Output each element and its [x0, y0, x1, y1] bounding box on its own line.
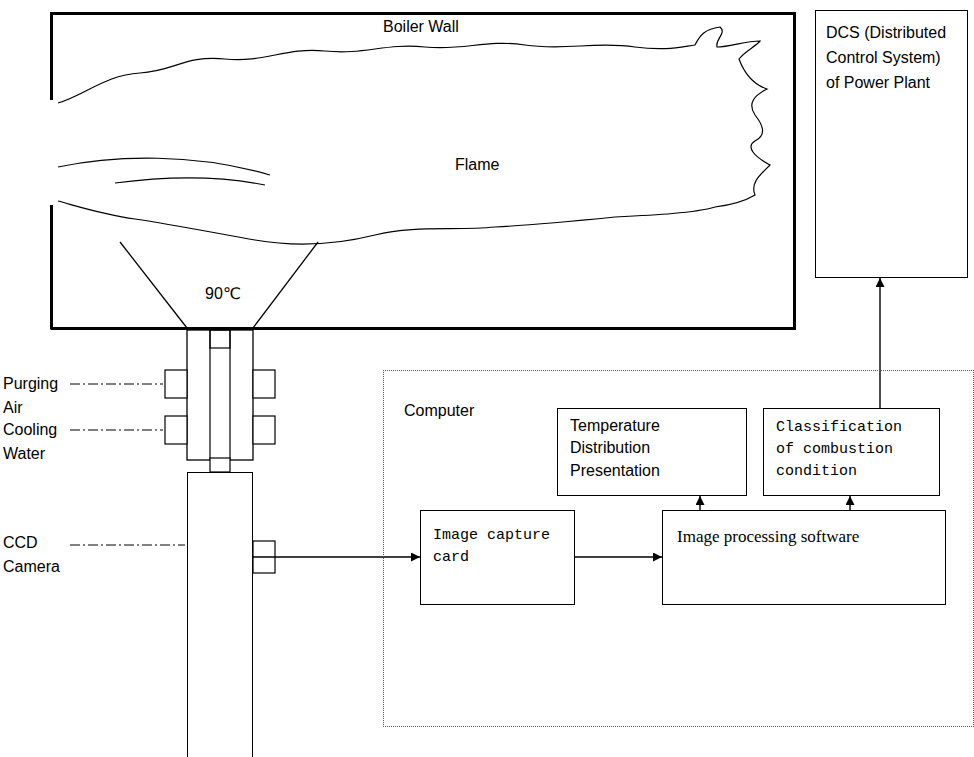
flame-outline [58, 27, 770, 244]
computer-box-text: Computer [404, 399, 474, 422]
lens [210, 330, 230, 348]
cooling-water-port [165, 416, 187, 444]
arrow-connector [253, 556, 420, 557]
camera-lens-mount [210, 458, 230, 472]
process-box: Image capture card [420, 510, 575, 605]
dcs-box-text: DCS (Distributed Control System) of Powe… [826, 21, 957, 95]
purging-air-port [253, 370, 275, 398]
part-label: Cooling Water [3, 418, 67, 466]
process-box-text: Temperature Distribution Presentation [570, 415, 734, 482]
flame-outline [58, 158, 270, 175]
flame: Flame [55, 25, 775, 260]
probe-tube-inner [209, 330, 210, 460]
probe-tube-inner [229, 330, 230, 460]
part-label: Purging Air [3, 372, 67, 420]
purging-air-port [165, 370, 187, 398]
process-box-text: Classification of combustion condition [776, 417, 927, 482]
ccd-camera-text: CCD Camera [3, 531, 67, 579]
arrow-connector [849, 496, 850, 510]
process-box: Temperature Distribution Presentation [557, 408, 747, 496]
dcs-box: DCS (Distributed Control System) of Powe… [815, 10, 968, 278]
probe-tube [187, 330, 253, 460]
arrow-connector [575, 556, 662, 557]
process-box-text: Image capture card [433, 525, 562, 569]
process-box-text: Image processing software [677, 525, 931, 549]
arrow-connector [699, 496, 700, 510]
flame-shape [55, 25, 775, 260]
ccd-camera: CCD Camera [187, 472, 253, 757]
boiler-wall: Flame Boiler Wall [50, 12, 796, 330]
process-box: Classification of combustion condition [763, 408, 940, 496]
view-cone [253, 242, 318, 328]
view-cone [120, 242, 187, 328]
boiler-wall-text: Boiler Wall [383, 15, 459, 38]
flame-outline [115, 178, 265, 185]
temperature-label: 90℃ [205, 282, 241, 306]
leader-line [70, 430, 163, 431]
leader-line [70, 545, 185, 546]
leader-line [70, 384, 163, 385]
process-box: Image processing software [662, 510, 946, 605]
arrow-connector [879, 278, 880, 408]
computer-box: Temperature Distribution Presentation Cla… [383, 370, 974, 727]
flame-text: Flame [455, 153, 499, 176]
cooling-water-port [253, 416, 275, 444]
boiler-left-wall [50, 205, 53, 329]
boiler-left-wall [50, 12, 53, 100]
